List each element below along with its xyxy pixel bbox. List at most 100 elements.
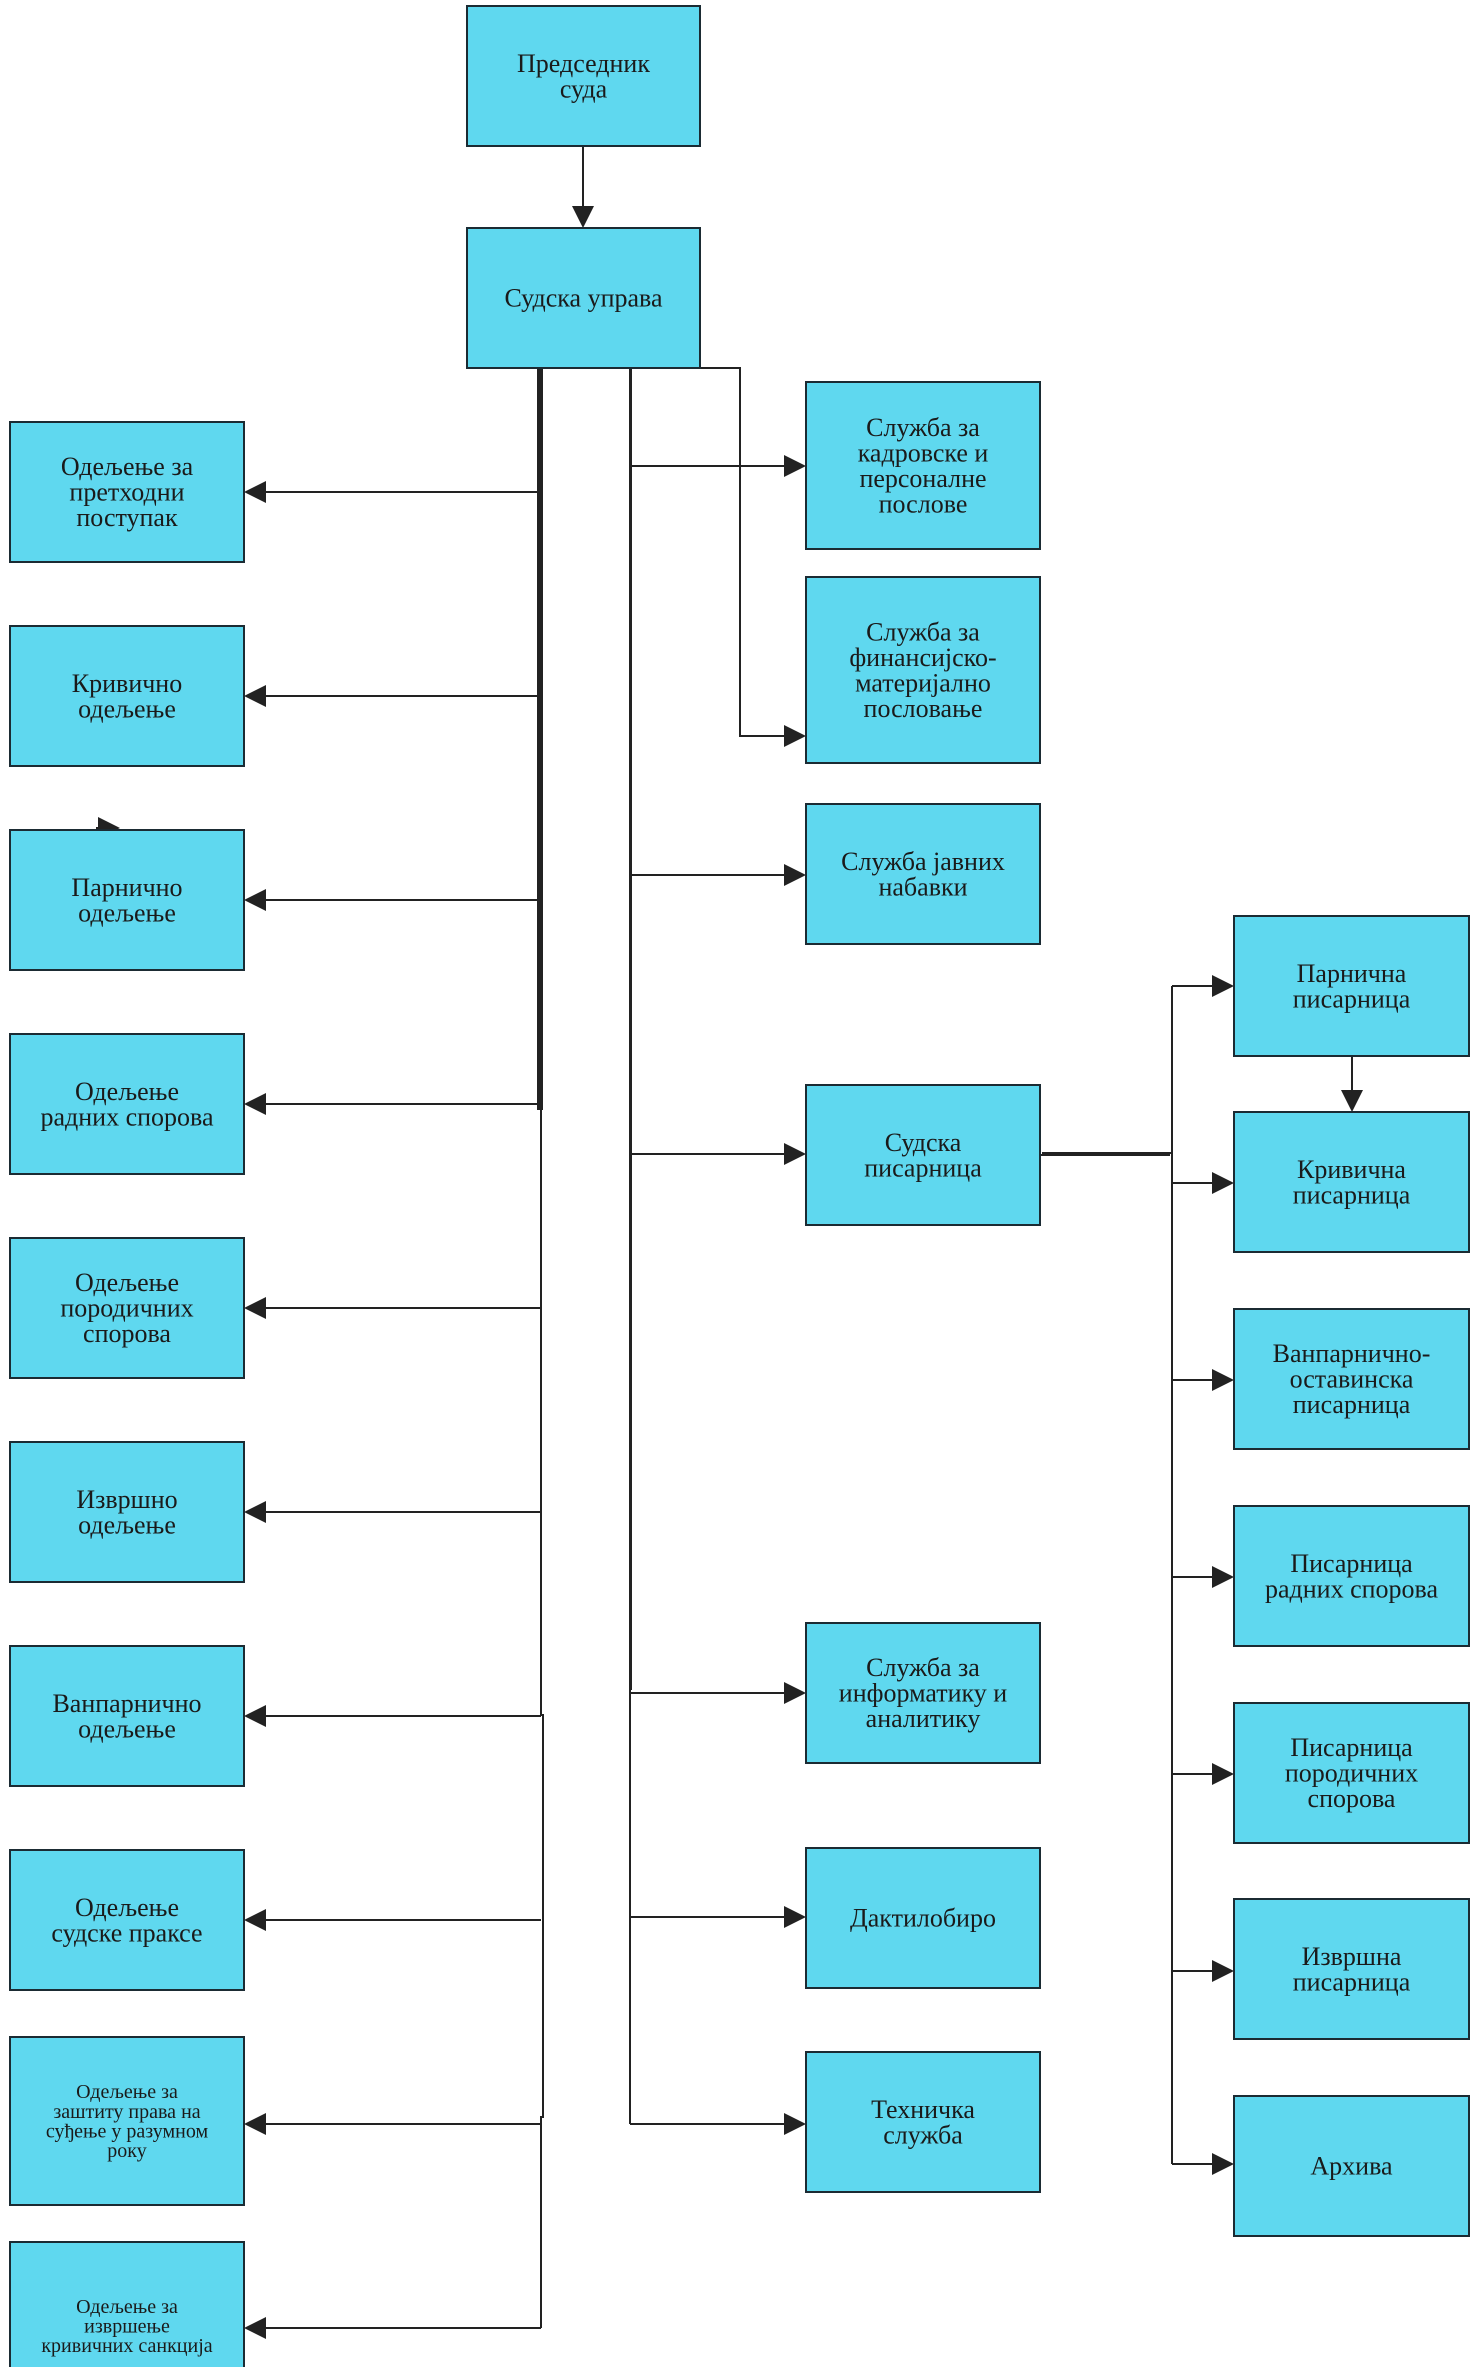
node-admin: Судска управа (466, 227, 701, 369)
arrow-left-1 (244, 481, 266, 503)
node-left-8-box (9, 1849, 245, 1991)
node-right-5-box (1233, 1702, 1470, 1844)
node-left-10-box (9, 2241, 245, 2367)
node-right-4-box (1233, 1505, 1470, 1647)
node-left-6-box (9, 1441, 245, 1583)
arrow-middle-4 (784, 1682, 806, 1704)
arrow-middle-3 (784, 1143, 806, 1165)
arrow-left-9 (244, 2113, 266, 2135)
node-right-7: Архива (1233, 2095, 1470, 2237)
arrow-right-2 (1212, 1172, 1234, 1194)
arrow-to-admin (572, 206, 594, 228)
arrow-right-6 (1212, 1960, 1234, 1982)
node-right-7-label: Архива (1310, 2152, 1393, 2181)
arrow-parn-kriv (1341, 1090, 1363, 1112)
node-right-7-box (1233, 2095, 1470, 2237)
node-right-3-box (1233, 1308, 1470, 1450)
node-left-9-box (9, 2036, 245, 2206)
node-admin-label: Судска управа (504, 284, 662, 313)
node-middle-3-box (805, 803, 1041, 945)
arrow-middle-5 (784, 1906, 806, 1928)
node-admin-box (466, 227, 701, 369)
node-left-5-box (9, 1237, 245, 1379)
arrow-right-3 (1212, 1369, 1234, 1391)
arrow-right-1 (1212, 975, 1234, 997)
arrow-middle-2 (784, 864, 806, 886)
arrow-left-5 (244, 1297, 266, 1319)
node-left-4-box (9, 1033, 245, 1175)
arrow-middle-1 (784, 455, 806, 477)
node-left-2-box (9, 625, 245, 767)
node-right-6-box (1233, 1898, 1470, 2040)
connector-finance (700, 367, 786, 737)
node-middle-1-box (805, 381, 1041, 550)
arrow-left-8 (244, 1909, 266, 1931)
node-left-3-box (9, 829, 245, 971)
node-left-1-box (9, 421, 245, 563)
arrow-right-5 (1212, 1763, 1234, 1785)
node-middle-7-box (805, 2051, 1041, 2193)
node-middle-4-box (805, 1084, 1041, 1226)
arrow-left-4 (244, 1093, 266, 1115)
arrow-left-3 (244, 889, 266, 911)
arrow-right-4 (1212, 1566, 1234, 1588)
node-middle-6-label: Дактилобиро (850, 1904, 996, 1933)
arrow-left-2 (244, 685, 266, 707)
arrow-finance (784, 725, 806, 747)
arrow-left-6 (244, 1501, 266, 1523)
node-middle-6-box (805, 1847, 1041, 1989)
arrow-left-10 (244, 2317, 266, 2339)
node-middle-2-box (805, 576, 1041, 764)
node-left-7-box (9, 1645, 245, 1787)
node-right-2-box (1233, 1111, 1470, 1253)
arrow-middle-6 (784, 2113, 806, 2135)
arrow-left-7 (244, 1705, 266, 1727)
node-president-box (466, 5, 701, 147)
node-middle-5-box (805, 1622, 1041, 1764)
arrow-right-7 (1212, 2153, 1234, 2175)
